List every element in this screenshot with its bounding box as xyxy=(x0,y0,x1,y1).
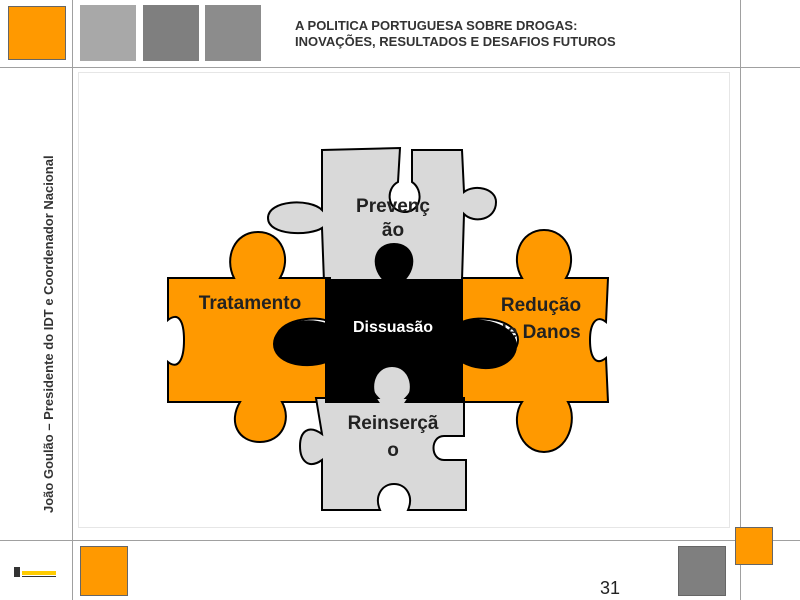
puzzle-label-tratamento: Tratamento xyxy=(199,293,301,314)
slide-title: A POLITICA PORTUGUESA SOBRE DROGAS: INOV… xyxy=(295,18,715,50)
header-square-grey-2 xyxy=(143,5,199,61)
logo-mark-line xyxy=(22,576,56,577)
frame-line-left xyxy=(72,0,73,600)
footer-square-orange-right xyxy=(735,527,773,565)
footer-square-orange-left xyxy=(80,546,128,596)
logo-mark-dark xyxy=(14,567,20,577)
puzzle-piece-dissuasao: Dissuasão xyxy=(272,242,518,403)
logo-mark-yellow xyxy=(22,571,56,575)
slide-title-line-2: INOVAÇÕES, RESULTADOS E DESAFIOS FUTUROS xyxy=(295,34,616,49)
logo xyxy=(14,567,56,577)
frame-line-top xyxy=(0,67,800,68)
puzzle-piece-reducao-danos: Redução de Danos xyxy=(461,228,610,454)
puzzle-piece-dissuasao-shape xyxy=(272,242,518,403)
slide-title-line-1: A POLITICA PORTUGUESA SOBRE DROGAS: xyxy=(295,18,578,33)
header-square-grey-1 xyxy=(80,5,136,61)
sidebar-author: João Goulão – Presidente do IDT e Coorde… xyxy=(41,155,56,513)
header-square-grey-3 xyxy=(205,5,261,61)
footer-square-grey-right xyxy=(678,546,726,596)
puzzle-label-reinsercao-1: Reinserçã xyxy=(348,413,439,434)
puzzle-label-reducao-1: Redução xyxy=(501,295,581,316)
puzzle-label-dissuasao: Dissuasão xyxy=(353,319,433,336)
puzzle-label-prevencao-1: Prevenç xyxy=(356,196,430,217)
page-number: 31 xyxy=(599,578,621,598)
frame-line-bottom xyxy=(0,540,800,541)
header-square-orange xyxy=(8,6,66,60)
puzzle-label-prevencao-2: ão xyxy=(382,220,404,241)
puzzle-label-reducao-2: de Danos xyxy=(495,322,581,343)
puzzle-diagram: Prevenç ão Tratamento Redução de Danos R… xyxy=(167,146,610,511)
frame-line-right xyxy=(740,0,741,600)
puzzle-label-reinsercao-2: o xyxy=(387,440,399,461)
